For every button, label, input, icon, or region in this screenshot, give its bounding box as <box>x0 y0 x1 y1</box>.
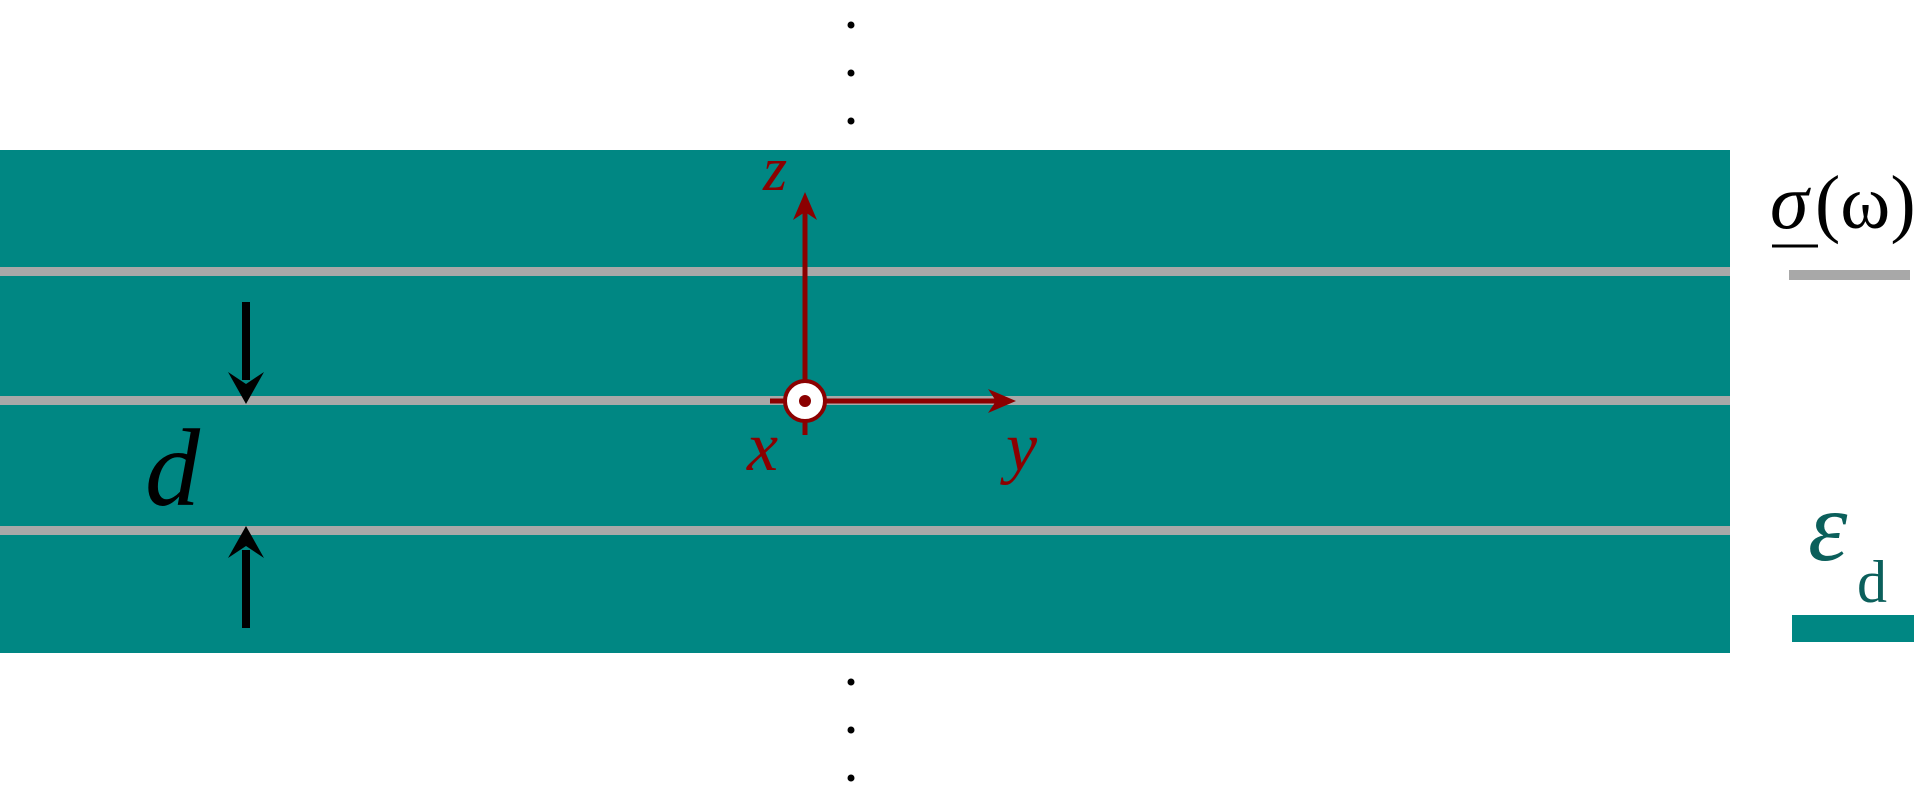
continuation-dots-bottom <box>847 678 855 782</box>
spacing-arrow-down <box>228 302 264 404</box>
legend-dielectric-symbol: ε <box>1808 471 1848 582</box>
axis-label-x: x <box>746 409 778 486</box>
conducting-sheet-bottom <box>0 526 1730 535</box>
legend-dielectric-swatch <box>1792 615 1914 642</box>
spacing-label: d <box>145 407 201 529</box>
spacing-arrow-up <box>228 526 264 628</box>
axis-label-y: y <box>1000 409 1038 486</box>
legend-sheet-swatch <box>1789 270 1910 280</box>
legend-dielectric: ε d <box>1792 471 1914 642</box>
conducting-sheet-top <box>0 267 1730 276</box>
legend-dielectric-subscript: d <box>1857 549 1887 615</box>
legend-sheet-argument: (ω) <box>1815 161 1916 245</box>
legend-sheet: σ (ω) <box>1770 158 1916 280</box>
axis-label-z: z <box>762 136 787 204</box>
legend-sheet-symbol: σ <box>1770 158 1811 245</box>
x-axis-dot <box>799 395 811 407</box>
z-axis-arrowhead <box>793 192 817 220</box>
coordinate-axes <box>770 192 1016 435</box>
continuation-dots-top <box>847 21 855 125</box>
y-axis-arrowhead <box>988 389 1016 413</box>
